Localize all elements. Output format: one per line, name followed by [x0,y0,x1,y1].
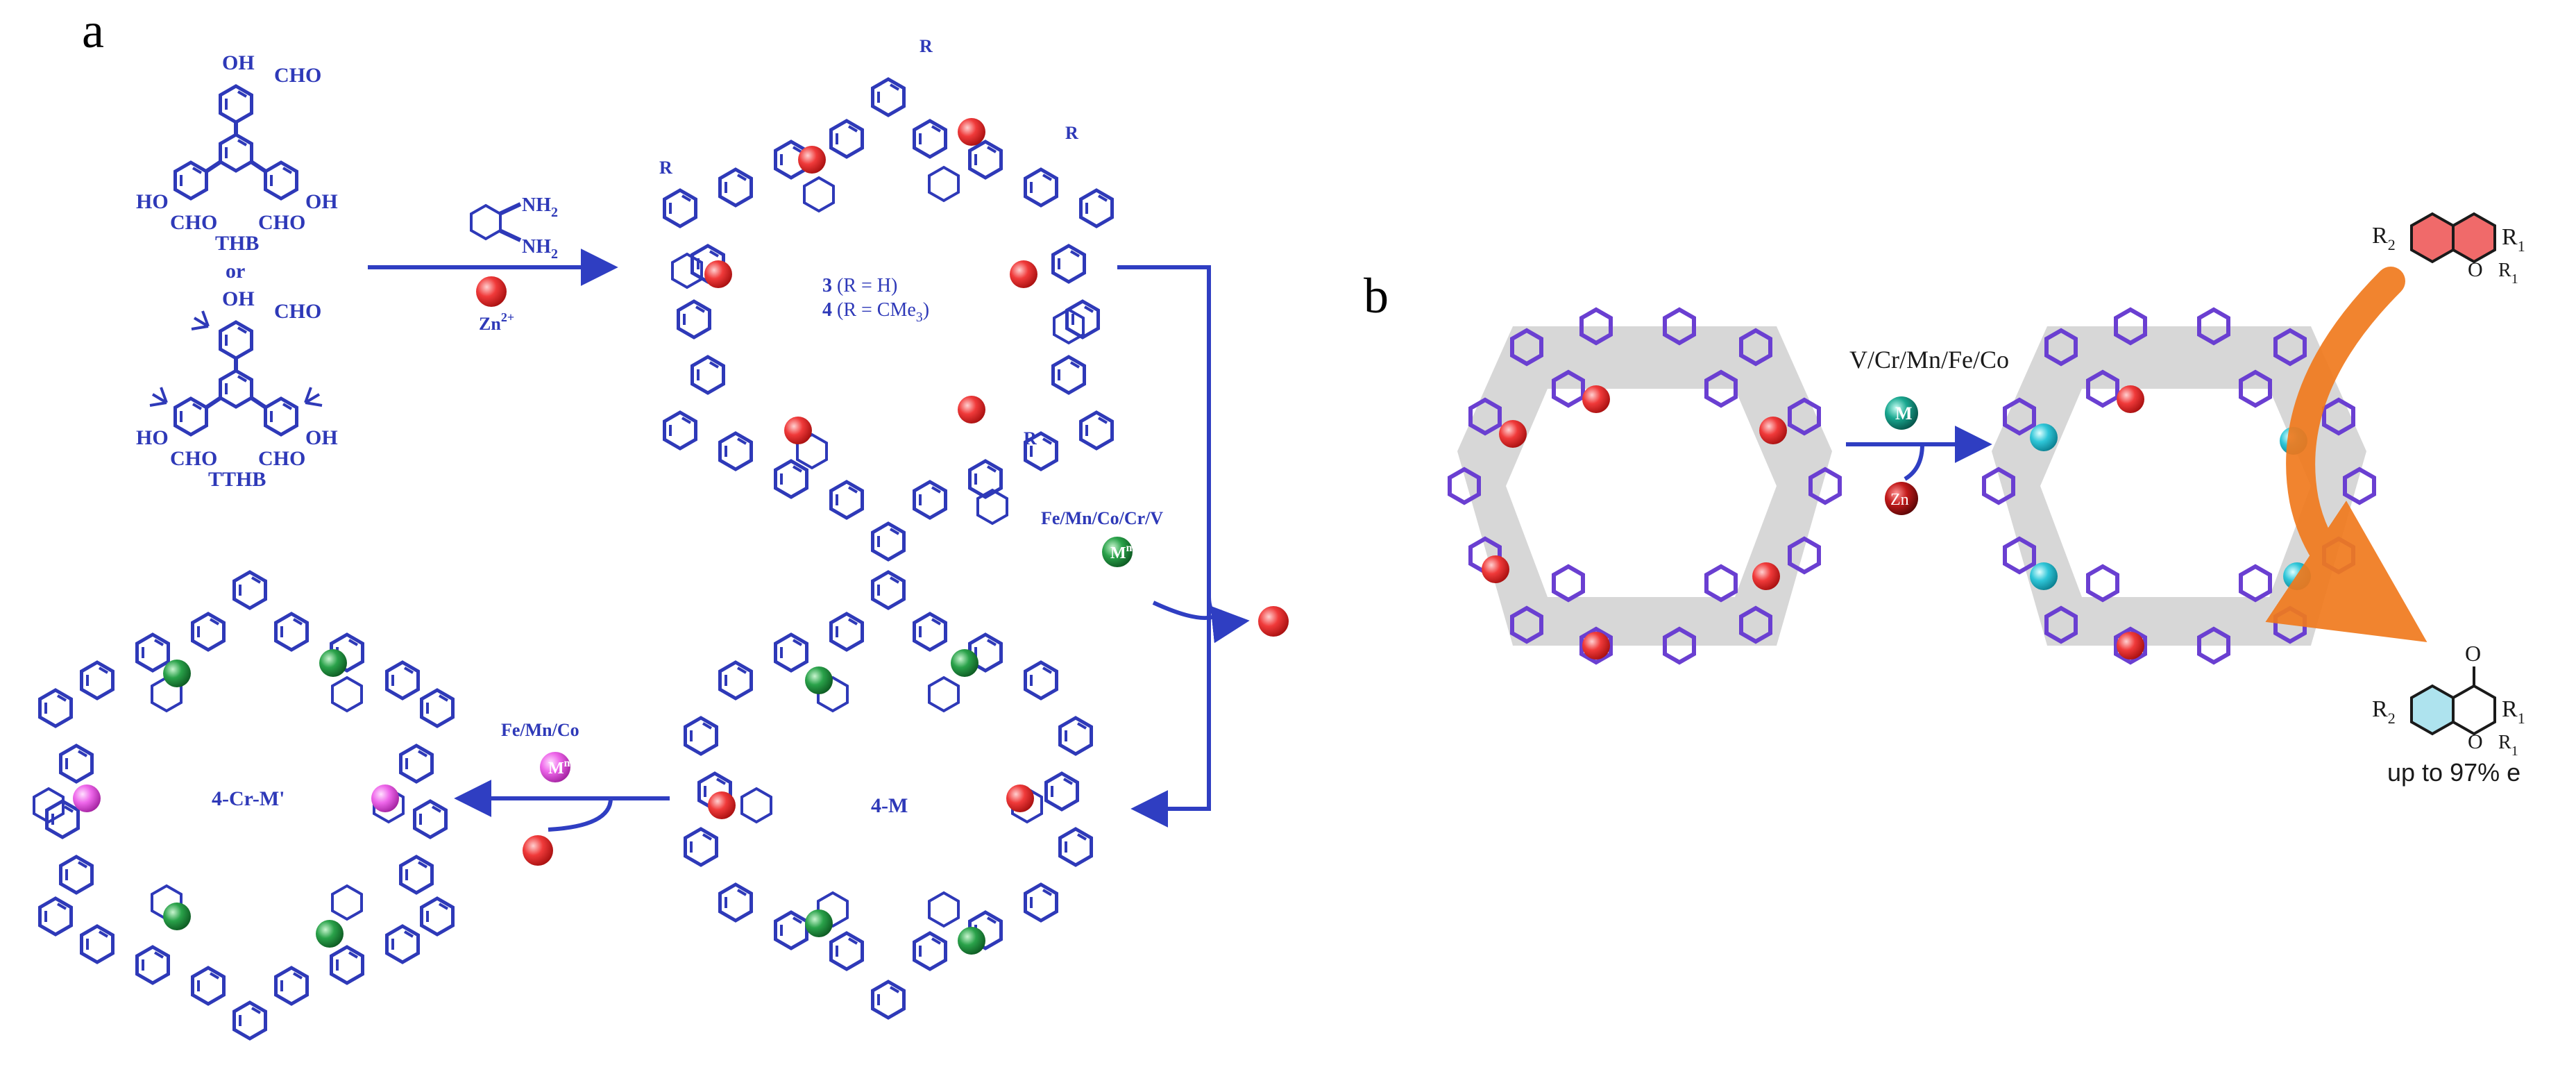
macrocycle-zn: 3 (R = H) 4 (R = CMe3) R R R R [659,36,1112,560]
zn-released-sphere-a [1258,606,1289,637]
substrate-r1-b: R1 [2498,260,2518,287]
product-r2: R2 [2372,696,2396,727]
reaction-step-1: NH2 NH2 Zn2+ [368,194,618,334]
tthb-cho-left: CHO [170,447,217,470]
macrocycle-4-label: 4 (R = CMe3) [822,299,929,325]
thb-oh-right: OH [305,190,338,213]
step2-metals: Fe/Mn/Co/Cr/V [1041,508,1163,528]
metal-ion-teal-sphere [1885,396,1918,430]
thb-cho-top: CHO [274,64,321,87]
reaction-step-2: Fe/Mn/Co/Cr/V Mn+ [1041,265,1289,828]
metal-ion-green-sphere [1102,537,1133,567]
thb-cho-left: CHO [170,211,217,234]
r-label-left: R [659,158,672,178]
released-zn-label: Zn [1890,491,1909,509]
r-label-bottom: R [1024,428,1037,448]
tthb-oh-top: OH [222,287,255,310]
product-epoxide: O R2 R1 O R1 [2372,641,2525,759]
tthb-name: TTHB [208,468,266,491]
tthb-oh-right: OH [305,426,338,449]
macrocycle-4-m-label: 4-M [871,794,908,817]
step2-ion: Mn+ [1110,542,1139,562]
tthb-ho-left: HO [136,426,169,449]
framework-zn [1450,310,1840,662]
tthb-cho-top: CHO [274,300,321,323]
reagent-amine-2: NH2 [522,236,558,262]
metal-ion-pink-sphere [540,752,570,782]
monomer-thb: OH CHO HO CHO OH CHO THB [136,51,338,255]
zn-released-sphere-b [1885,482,1918,515]
product-o-ring: O [2468,730,2483,753]
monomer-tthb: OH CHO HO CHO OH CHO TTHB [136,287,338,491]
substrate-chromene: R2 R1 O R1 [2372,212,2525,287]
exchange-metals: V/Cr/Mn/Fe/Co [1849,346,2009,374]
tthb-cho-right: CHO [258,447,305,470]
step3-ion: Mn+ [548,757,577,778]
r-label-top: R [920,36,933,56]
step3-metals: Fe/Mn/Co [501,720,579,740]
macrocycle-4-m: 4-M [686,572,1092,1018]
macrocycle-4-cr-m: 4-Cr-M' [33,572,453,1039]
product-o-keto: O [2465,641,2481,666]
result-ee: up to 97% e [2387,758,2520,787]
reaction-step-3: Fe/Mn/Co Mn+ [454,720,670,866]
monomer-or: or [226,260,245,283]
substrate-r2: R2 [2372,223,2396,253]
thb-name: THB [215,232,259,255]
zn-ion-sphere [476,276,507,307]
reagent-zn-label: Zn2+ [479,310,514,334]
substrate-o: O [2468,258,2483,281]
thb-ho-left: HO [136,190,169,213]
exchange-step-b: V/Cr/Mn/Fe/Co M Zn [1846,346,2009,515]
thb-cho-right: CHO [258,211,305,234]
thb-oh-top: OH [222,51,255,74]
product-r1-b: R1 [2498,732,2518,759]
r-label-right: R [1065,123,1078,143]
reagent-amine-1: NH2 [522,194,558,220]
panel-a-label: a [82,3,104,58]
panel-b-label: b [1364,268,1389,324]
exchange-ion: M [1895,403,1913,423]
catalysis: R2 R1 O R1 O R2 R1 O R1 up to 97% e [2265,212,2525,787]
macrocycle-4-cr-m-label: 4-Cr-M' [212,787,285,810]
macrocycle-3-label: 3 (R = H) [822,275,897,296]
substrate-r1-a: R1 [2502,224,2525,255]
product-r1-a: R1 [2502,696,2525,727]
zn-released-sphere-a2 [523,835,553,866]
